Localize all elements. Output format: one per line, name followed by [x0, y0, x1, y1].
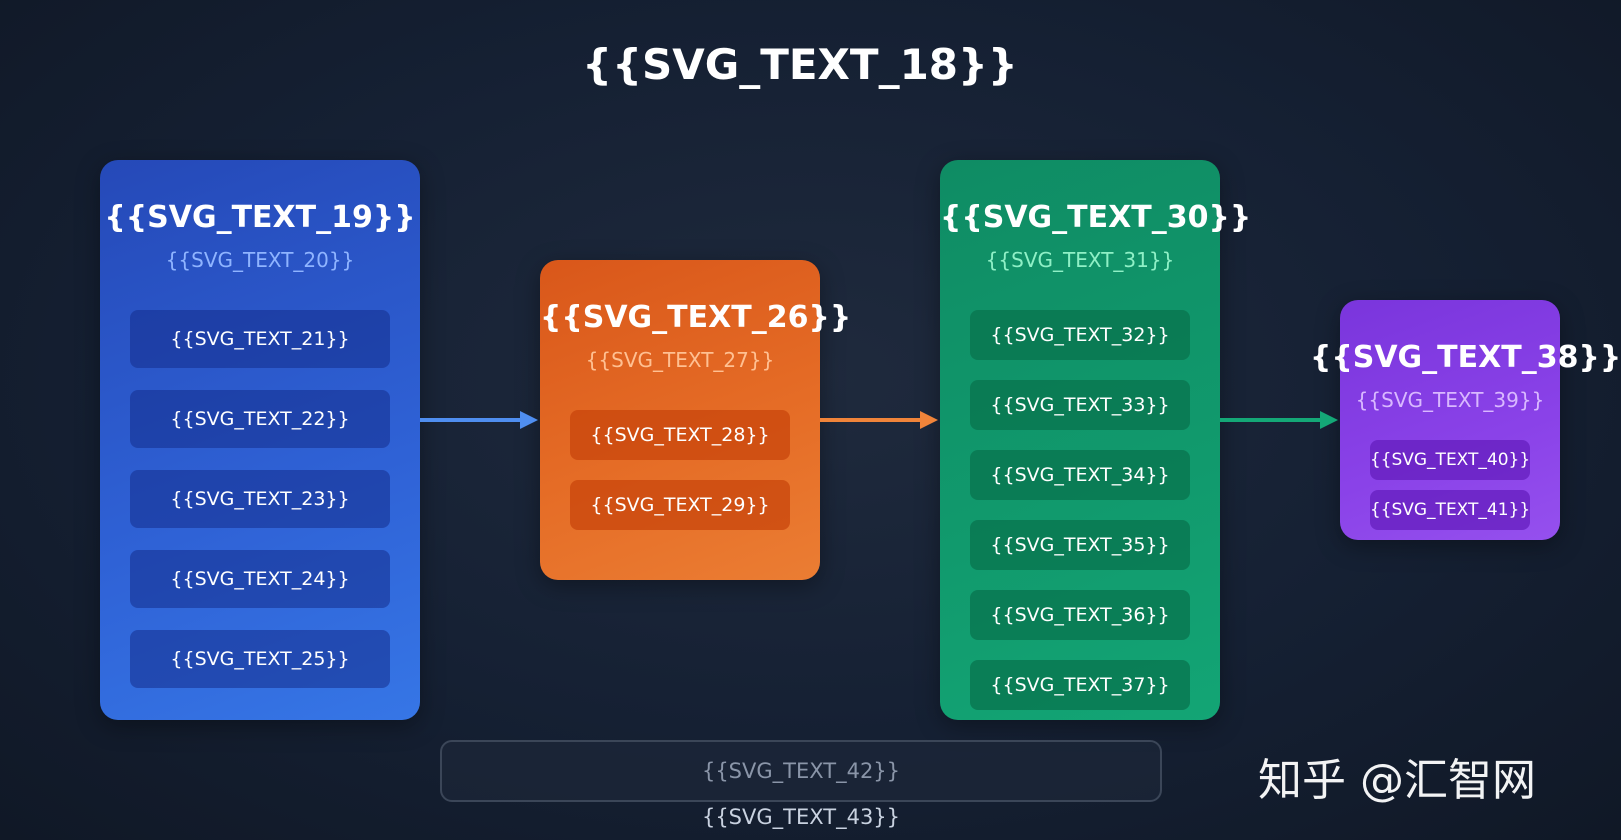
stage-panel-4: {{SVG_TEXT_38}} {{SVG_TEXT_39}} {{SVG_TE…	[1310, 300, 1621, 540]
stage-3-item: {{SVG_TEXT_36}}	[970, 590, 1190, 640]
note-box: {{SVG_TEXT_42}}	[440, 740, 1162, 802]
stage-3-item: {{SVG_TEXT_37}}	[970, 660, 1190, 710]
stage-3-title: {{SVG_TEXT_30}}	[940, 200, 1252, 235]
stage-2-subtitle: {{SVG_TEXT_27}}	[585, 348, 775, 372]
stage-1-subtitle: {{SVG_TEXT_20}}	[165, 248, 355, 272]
arrow-stage-3-to-4	[1220, 411, 1338, 429]
stage-panel-1: {{SVG_TEXT_19}} {{SVG_TEXT_20}} {{SVG_TE…	[100, 160, 420, 720]
stage-3-item: {{SVG_TEXT_34}}	[970, 450, 1190, 500]
arrow-stage-2-to-3	[820, 411, 938, 429]
stage-3-item: {{SVG_TEXT_35}}	[970, 520, 1190, 570]
stage-3-subtitle: {{SVG_TEXT_31}}	[985, 248, 1175, 272]
stage-panel-3: {{SVG_TEXT_30}} {{SVG_TEXT_31}} {{SVG_TE…	[940, 160, 1252, 720]
stage-3-item: {{SVG_TEXT_32}}	[970, 310, 1190, 360]
stage-4-item: {{SVG_TEXT_41}}	[1370, 490, 1530, 530]
diagram-title: {{SVG_TEXT_18}}	[582, 40, 1018, 89]
stage-1-item: {{SVG_TEXT_21}}	[130, 310, 390, 368]
watermark: 知乎 @汇智网	[1258, 755, 1536, 806]
stage-3-item: {{SVG_TEXT_33}}	[970, 380, 1190, 430]
stage-4-item: {{SVG_TEXT_40}}	[1370, 440, 1530, 480]
stage-1-item: {{SVG_TEXT_22}}	[130, 390, 390, 448]
footnote: {{SVG_TEXT_43}}	[701, 805, 901, 829]
stage-2-item: {{SVG_TEXT_29}}	[570, 480, 790, 530]
stage-1-item: {{SVG_TEXT_24}}	[130, 550, 390, 608]
stage-1-item: {{SVG_TEXT_23}}	[130, 470, 390, 528]
stage-1-item: {{SVG_TEXT_25}}	[130, 630, 390, 688]
stage-4-title: {{SVG_TEXT_38}}	[1310, 340, 1621, 375]
stage-4-subtitle: {{SVG_TEXT_39}}	[1355, 388, 1545, 412]
stage-2-title: {{SVG_TEXT_26}}	[540, 300, 852, 335]
stage-1-title: {{SVG_TEXT_19}}	[104, 200, 416, 235]
stage-2-item: {{SVG_TEXT_28}}	[570, 410, 790, 460]
stage-panel-2: {{SVG_TEXT_26}} {{SVG_TEXT_27}} {{SVG_TE…	[540, 260, 852, 580]
arrow-stage-1-to-2	[420, 411, 538, 429]
